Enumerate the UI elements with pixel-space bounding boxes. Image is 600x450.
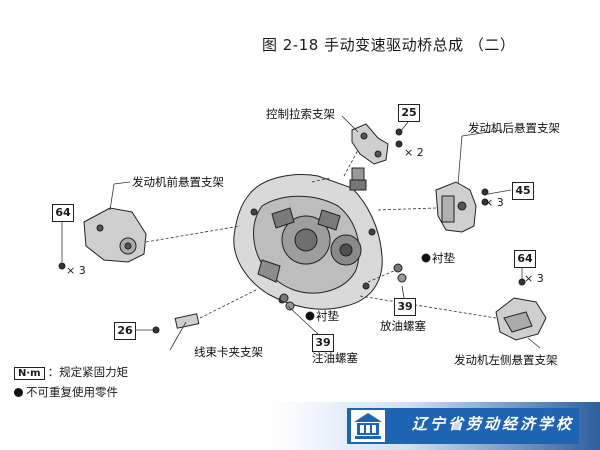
label-rear-mount-bracket: 发动机后悬置支架	[468, 121, 560, 135]
label-fill-plug: 注油螺塞	[312, 351, 358, 365]
torque-harness-clamp: 26	[114, 322, 136, 340]
qty-front-mount: × 3	[66, 264, 86, 277]
torque-left-mount: 64	[514, 250, 536, 268]
torque-fill-plug: 39	[312, 334, 334, 352]
plugs-and-gaskets	[279, 253, 431, 321]
rear-mount-bracket-part	[435, 181, 489, 233]
torque-drain-plug: 39	[394, 298, 416, 316]
legend-nonreusable-text: 不可重复使用零件	[26, 385, 118, 399]
qty-left-mount: × 3	[524, 272, 544, 285]
torque-front-mount: 64	[52, 204, 74, 222]
torque-rear-mount: 45	[512, 182, 534, 200]
label-gasket-lower: 衬垫	[316, 309, 339, 323]
torque-control-cable: 25	[398, 104, 420, 122]
label-gasket-right: 衬垫	[432, 251, 455, 265]
leader-lines	[61, 115, 541, 351]
torque-unit-box: N·m	[14, 367, 45, 380]
transaxle-assembly-drawing	[233, 167, 383, 310]
school-logo-icon	[351, 410, 385, 442]
left-mount-bracket-part	[495, 278, 547, 341]
legend-torque: N·m：规定紧固力矩	[14, 364, 128, 380]
label-harness-clamp-bracket: 线束卡夹支架	[194, 345, 263, 359]
school-name: 辽宁省劳动经济学校	[412, 415, 575, 433]
legend-torque-text: ：规定紧固力矩	[47, 365, 129, 379]
control-cable-bracket-part	[351, 123, 403, 165]
front-mount-bracket-part	[58, 207, 147, 270]
legend-nonreusable: 不可重复使用零件	[14, 384, 118, 400]
label-control-cable-bracket: 控制拉索支架	[266, 107, 335, 121]
label-left-mount-bracket: 发动机左侧悬置支架	[454, 353, 558, 367]
page-title: 图 2-18 手动变速驱动桥总成 （二）	[262, 36, 516, 54]
qty-control-cable: × 2	[404, 146, 424, 159]
label-drain-plug: 放油螺塞	[380, 319, 426, 333]
nonreusable-dot-icon	[14, 388, 23, 397]
harness-clamp-bracket-part	[152, 313, 200, 334]
school-banner	[347, 408, 579, 444]
qty-rear-mount: × 3	[484, 196, 504, 209]
label-front-mount-bracket: 发动机前悬置支架	[132, 175, 224, 189]
